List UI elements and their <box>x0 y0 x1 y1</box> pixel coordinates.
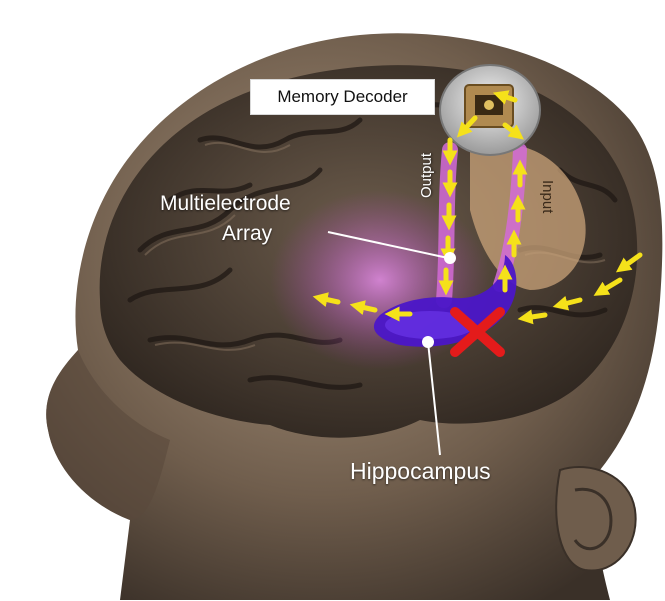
multielectrode-label: Multielectrode <box>160 192 291 216</box>
memory-decoder-chip <box>440 65 540 155</box>
output-label: Output <box>418 138 435 198</box>
memory-decoder-label: Memory Decoder <box>250 79 435 115</box>
array-label: Array <box>222 222 272 246</box>
input-label: Input <box>539 180 556 240</box>
hippocampal-glow <box>270 190 490 370</box>
memory-decoder-text: Memory Decoder <box>277 87 407 107</box>
hippocampus-label: Hippocampus <box>350 458 491 485</box>
